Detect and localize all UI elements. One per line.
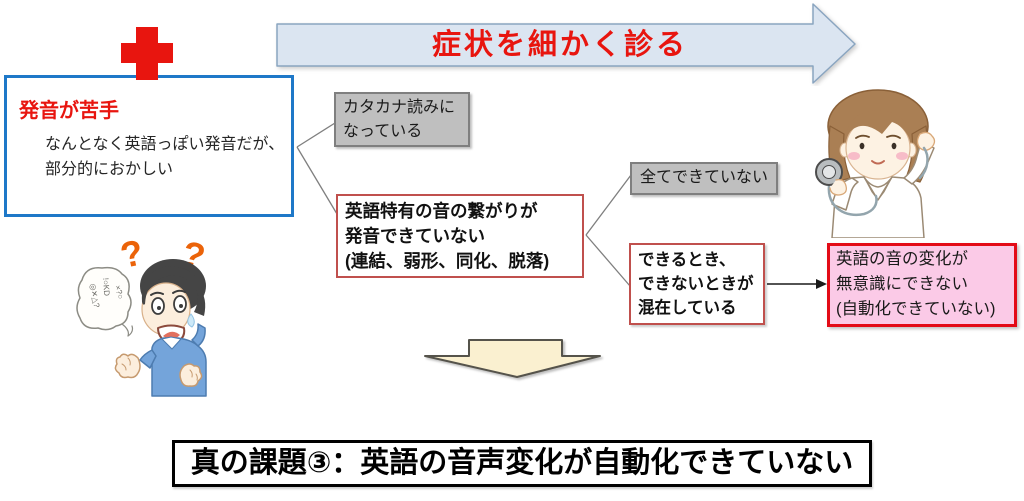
diagnosis-line: (自動化できていない) <box>836 300 996 318</box>
speech-scribble: ×?○ <box>113 284 125 300</box>
branch-katakana-line: なっている <box>343 123 423 140</box>
speech-bubble-icon <box>76 266 132 331</box>
conclusion-box: 真の課題③：英語の音声変化が自動化できていない <box>172 440 872 487</box>
branch-all-failing-box: 全てできていない <box>630 162 778 195</box>
symptom-body-line: なんとなく英語っぽい発音だが、 <box>45 136 285 153</box>
branch-katakana-line: カタカナ読みに <box>343 99 456 116</box>
branch-linking-line: (連結、弱形、同化、脱落) <box>345 251 550 271</box>
branch-linking-box: 英語特有の音の繋がりが 発音できていない (連結、弱形、同化、脱落) <box>336 194 584 278</box>
symptom-body: なんとなく英語っぽい発音だが、 部分的におかしい <box>45 132 285 182</box>
speech-scribble: !○KD <box>101 278 111 297</box>
branch-mixed-box: できるとき、 できないときが 混在している <box>629 243 765 325</box>
symptom-title: 発音が苦手 <box>19 100 119 122</box>
down-block-arrow-icon <box>424 339 601 378</box>
symptom-box: 発音が苦手 なんとなく英語っぽい発音だが、 部分的におかしい <box>4 75 294 217</box>
arrow-to-diagnosis-icon <box>767 279 827 289</box>
branch-linking-line: 発音できていない <box>345 226 485 246</box>
flow-right-arrow-icon <box>276 3 856 84</box>
confused-man-illustration: ? ? ◎✕△? !○KD ×?○ <box>76 231 209 397</box>
branch-katakana-box: カタカナ読みに なっている <box>334 92 470 147</box>
doctor-illustration <box>815 89 936 238</box>
branch-mixed-line: できないときが <box>638 275 754 293</box>
question-mark-icon: ? <box>117 231 147 276</box>
diagnosis-box: 英語の音の変化が 無意識にできない (自動化できていない) <box>827 243 1017 327</box>
branch-linking-line: 英語特有の音の繋がりが <box>345 201 538 221</box>
branch-mixed-line: できるとき、 <box>638 251 736 269</box>
branch-mixed-line: 混在している <box>638 299 737 317</box>
speech-scribble: ◎✕△? <box>88 283 101 309</box>
diagnosis-line: 無意識にできない <box>836 275 968 293</box>
flow-arrow-label: 症状を細かく診る <box>431 29 688 61</box>
symptom-body-line: 部分的におかしい <box>45 161 174 178</box>
diagnosis-line: 英語の音の変化が <box>836 250 968 268</box>
red-cross-icon <box>121 43 173 63</box>
